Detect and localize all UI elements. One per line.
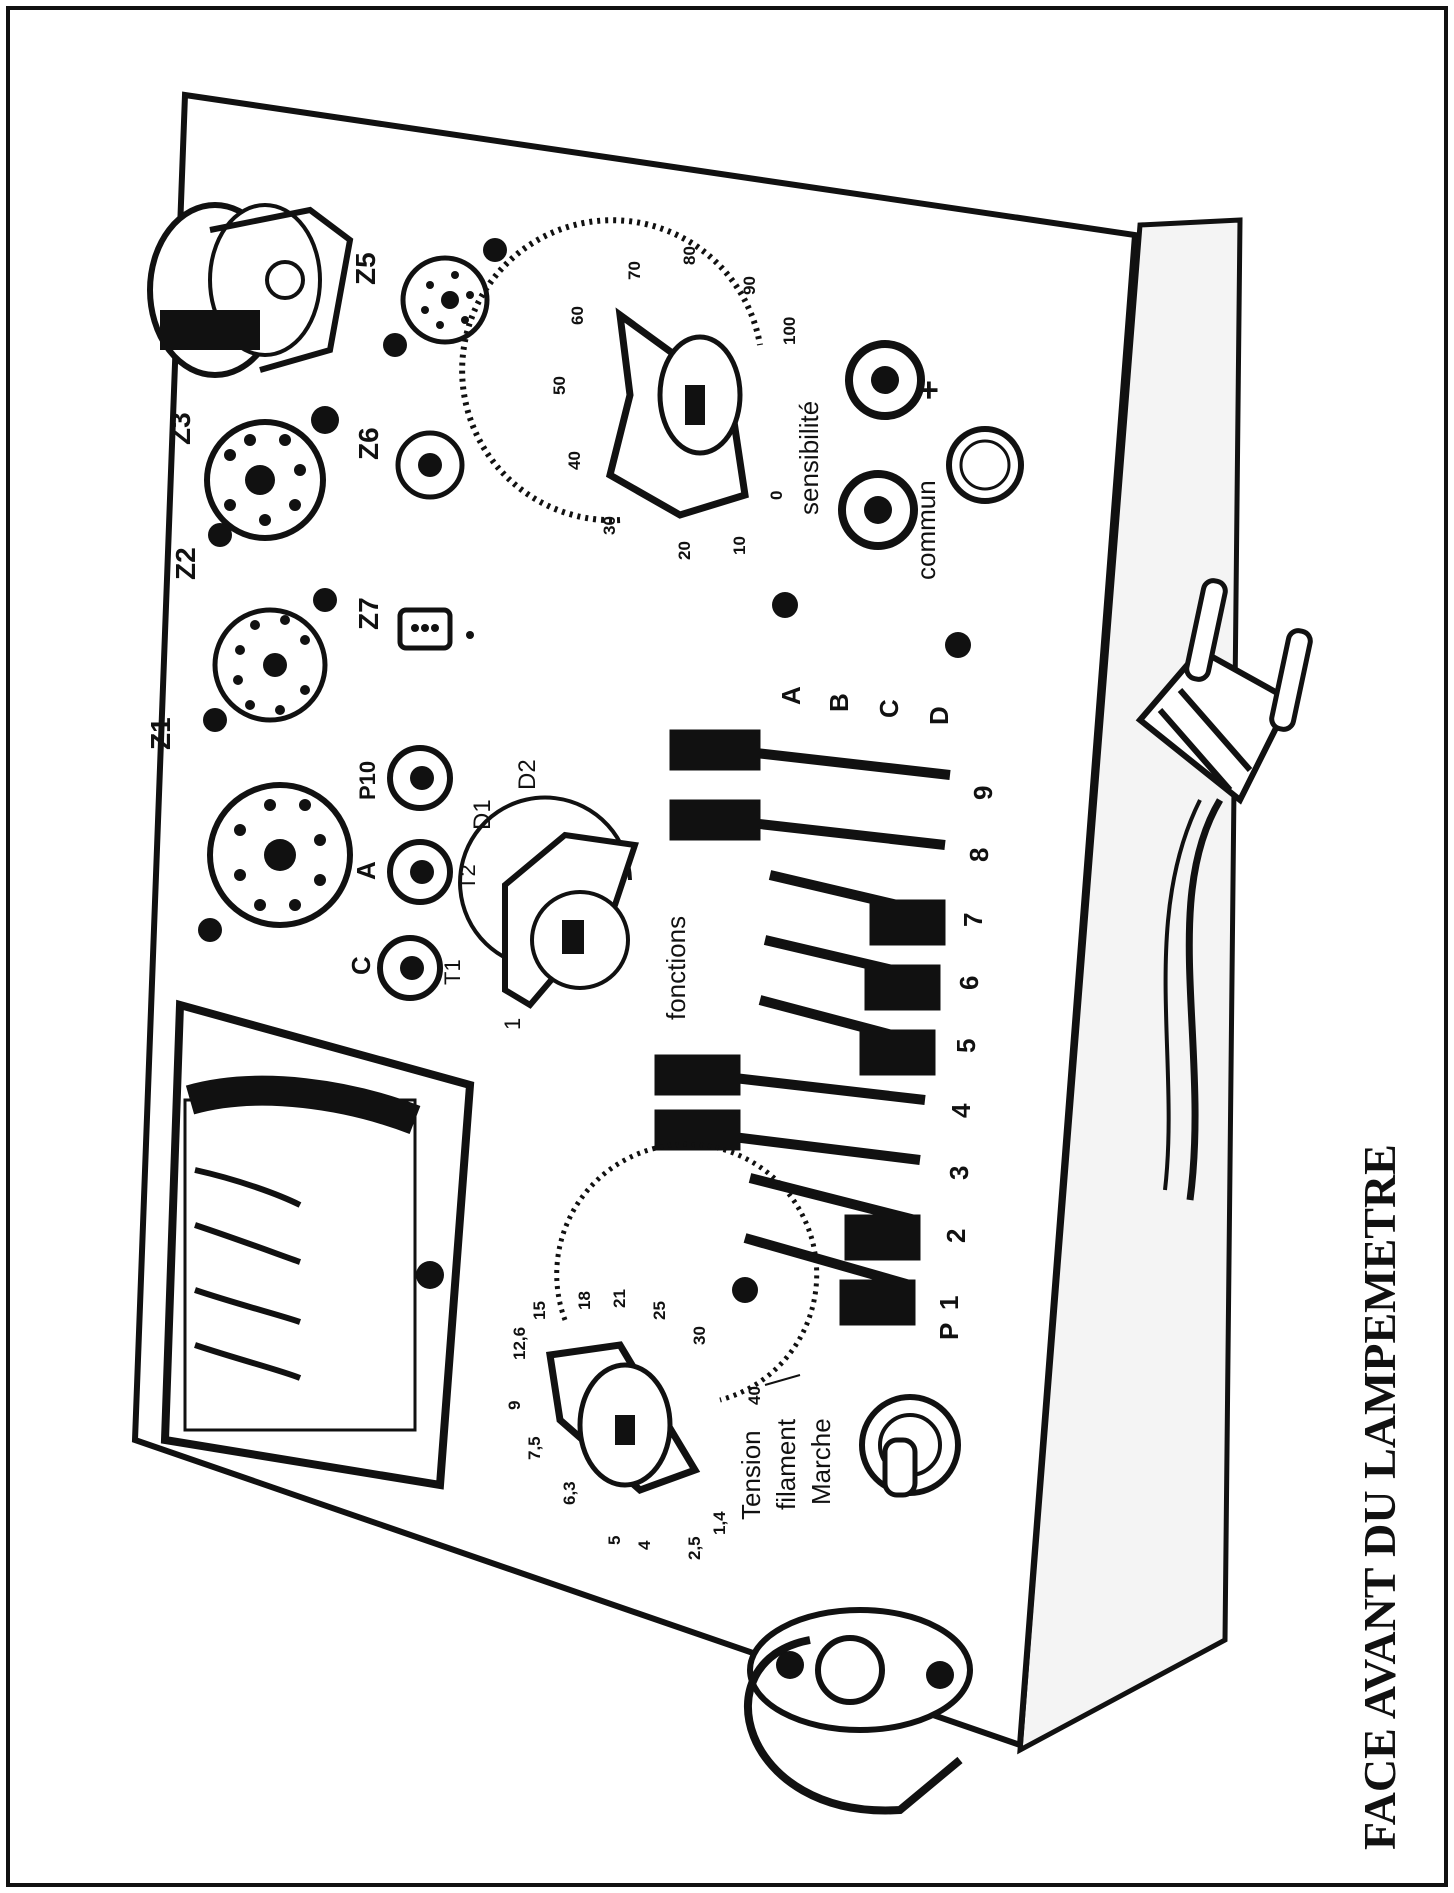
fonction-row-b: B bbox=[824, 693, 854, 712]
fonction-number-8: 8 bbox=[964, 848, 994, 862]
fonction-number-4: 4 bbox=[946, 1103, 976, 1118]
tension-tick-15: 15 bbox=[530, 1301, 549, 1320]
label-jack-c: C bbox=[346, 956, 376, 975]
socket-z1 bbox=[198, 782, 353, 942]
label-z3: Z3 bbox=[165, 412, 196, 445]
fonction-row-c: C bbox=[874, 699, 904, 718]
fonction-number-9: 9 bbox=[968, 786, 998, 800]
sens-tick-60: 60 bbox=[568, 306, 587, 325]
tension-tick-7-5: 7,5 bbox=[525, 1436, 544, 1460]
sens-tick-0: 0 bbox=[767, 491, 786, 500]
sensibilite-scale: 0 10 20 30 40 50 60 70 80 90 100 bbox=[550, 246, 799, 560]
label-marche: Marche bbox=[806, 1418, 836, 1505]
sens-tick-20: 20 bbox=[675, 541, 694, 560]
tension-tick-5: 5 bbox=[605, 1536, 624, 1545]
sens-tick-100: 100 bbox=[780, 317, 799, 345]
socket-z7 bbox=[397, 607, 474, 651]
label-z5: Z5 bbox=[350, 252, 381, 285]
label-fonctions: fonctions bbox=[661, 916, 691, 1020]
label-filament: filament bbox=[771, 1418, 801, 1510]
fonction-number-2: 2 bbox=[941, 1229, 971, 1243]
tension-tick-9: 9 bbox=[505, 1401, 524, 1410]
label-selector-d1: D1 bbox=[469, 799, 496, 830]
jack-c bbox=[377, 935, 443, 1001]
jack-p10 bbox=[387, 745, 453, 811]
fonction-row-a: A bbox=[776, 686, 806, 705]
socket-z5 bbox=[383, 238, 507, 357]
tension-tick-12-6: 12,6 bbox=[510, 1327, 529, 1360]
fonction-number-3: 3 bbox=[944, 1166, 974, 1180]
fonction-row-d: D bbox=[924, 706, 954, 725]
fonction-number-5: 5 bbox=[951, 1039, 981, 1053]
label-z2: Z2 bbox=[170, 547, 201, 580]
sensibilite-knob bbox=[459, 217, 763, 524]
label-z1: Z1 bbox=[145, 717, 176, 750]
sens-tick-10: 10 bbox=[730, 536, 749, 555]
fonction-keys bbox=[654, 729, 951, 1326]
label-jack-a: A bbox=[351, 861, 381, 880]
label-commun: commun bbox=[911, 480, 941, 580]
terminal-commun bbox=[838, 470, 918, 550]
leader-line bbox=[764, 1374, 801, 1386]
label-sensibilite: sensibilité bbox=[794, 401, 824, 515]
sens-tick-90: 90 bbox=[740, 276, 759, 295]
tension-tick-1-4: 1,4 bbox=[710, 1511, 729, 1535]
tension-tick-6-3: 6,3 bbox=[560, 1481, 579, 1505]
mode-selector-knob bbox=[458, 795, 639, 1009]
label-selector-1: 1 bbox=[500, 1018, 525, 1030]
label-plus: + bbox=[910, 380, 948, 400]
tension-tick-4: 4 bbox=[635, 1540, 654, 1550]
label-selector-t1: T1 bbox=[440, 959, 465, 985]
fonction-rows: A B C D bbox=[776, 686, 954, 725]
sens-tick-30: 30 bbox=[600, 516, 619, 535]
indicator-lamp bbox=[946, 426, 1024, 504]
socket-z2 bbox=[203, 588, 337, 732]
sens-tick-80: 80 bbox=[680, 246, 699, 265]
tension-tick-25: 25 bbox=[650, 1301, 669, 1320]
cable-connector bbox=[743, 1607, 973, 1815]
page-frame bbox=[6, 6, 1448, 1887]
sens-tick-70: 70 bbox=[625, 261, 644, 280]
marche-toggle-switch bbox=[859, 1394, 961, 1498]
mains-plug bbox=[1135, 578, 1313, 1201]
sens-tick-50: 50 bbox=[550, 376, 569, 395]
label-tension: Tension bbox=[736, 1430, 766, 1520]
label-z6: Z6 bbox=[353, 427, 384, 460]
fonction-number-7: 7 bbox=[958, 913, 988, 927]
label-z7: Z7 bbox=[353, 597, 384, 630]
tension-tick-30: 30 bbox=[690, 1326, 709, 1345]
screw bbox=[945, 632, 971, 658]
label-jack-p10: P10 bbox=[355, 761, 380, 800]
tension-tick-2-5: 2,5 bbox=[685, 1536, 704, 1560]
socket-z6 bbox=[395, 430, 465, 500]
tension-scale: 1,4 2,5 4 5 6,3 7,5 9 12,6 15 18 21 25 3… bbox=[505, 1289, 764, 1560]
screw bbox=[732, 1277, 758, 1303]
label-selector-d2: D2 bbox=[514, 759, 541, 790]
fonction-number-p: P bbox=[934, 1323, 964, 1340]
tension-tick-40: 40 bbox=[745, 1386, 764, 1405]
fonction-number-1: 1 bbox=[934, 1296, 964, 1310]
screw bbox=[772, 592, 798, 618]
sens-tick-40: 40 bbox=[565, 451, 584, 470]
label-selector-t2: T2 bbox=[455, 864, 480, 890]
socket-z3 bbox=[204, 406, 339, 547]
transformer-window bbox=[160, 999, 475, 1490]
fonction-number-6: 6 bbox=[954, 976, 984, 990]
fonction-numbers: P 1 2 3 4 5 6 7 8 9 bbox=[934, 786, 998, 1340]
tension-tick-21: 21 bbox=[610, 1289, 629, 1308]
tension-tick-18: 18 bbox=[575, 1291, 594, 1310]
tension-filament-knob bbox=[546, 1141, 820, 1494]
jack-a bbox=[387, 839, 453, 905]
multi-pin-connector bbox=[147, 202, 354, 378]
terminal-plus bbox=[845, 340, 925, 420]
figure-caption: FACE AVANT DU LAMPEMETRE bbox=[1354, 1144, 1405, 1850]
